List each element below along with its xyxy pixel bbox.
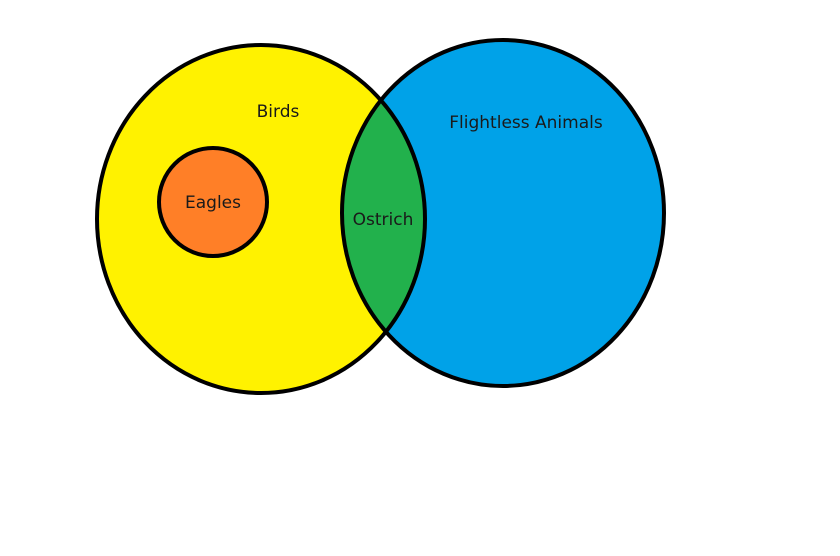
eagles-subset	[157, 146, 269, 258]
flightless-animals-outline	[340, 38, 666, 388]
flightless-animals-label: Flightless Animals	[449, 113, 603, 133]
ostrich-label: Ostrich	[353, 210, 414, 230]
birds-outline	[95, 43, 427, 395]
birds-label: Birds	[257, 102, 300, 122]
flightless-animals-set	[342, 40, 664, 386]
eagles-label: Eagles	[185, 193, 241, 213]
